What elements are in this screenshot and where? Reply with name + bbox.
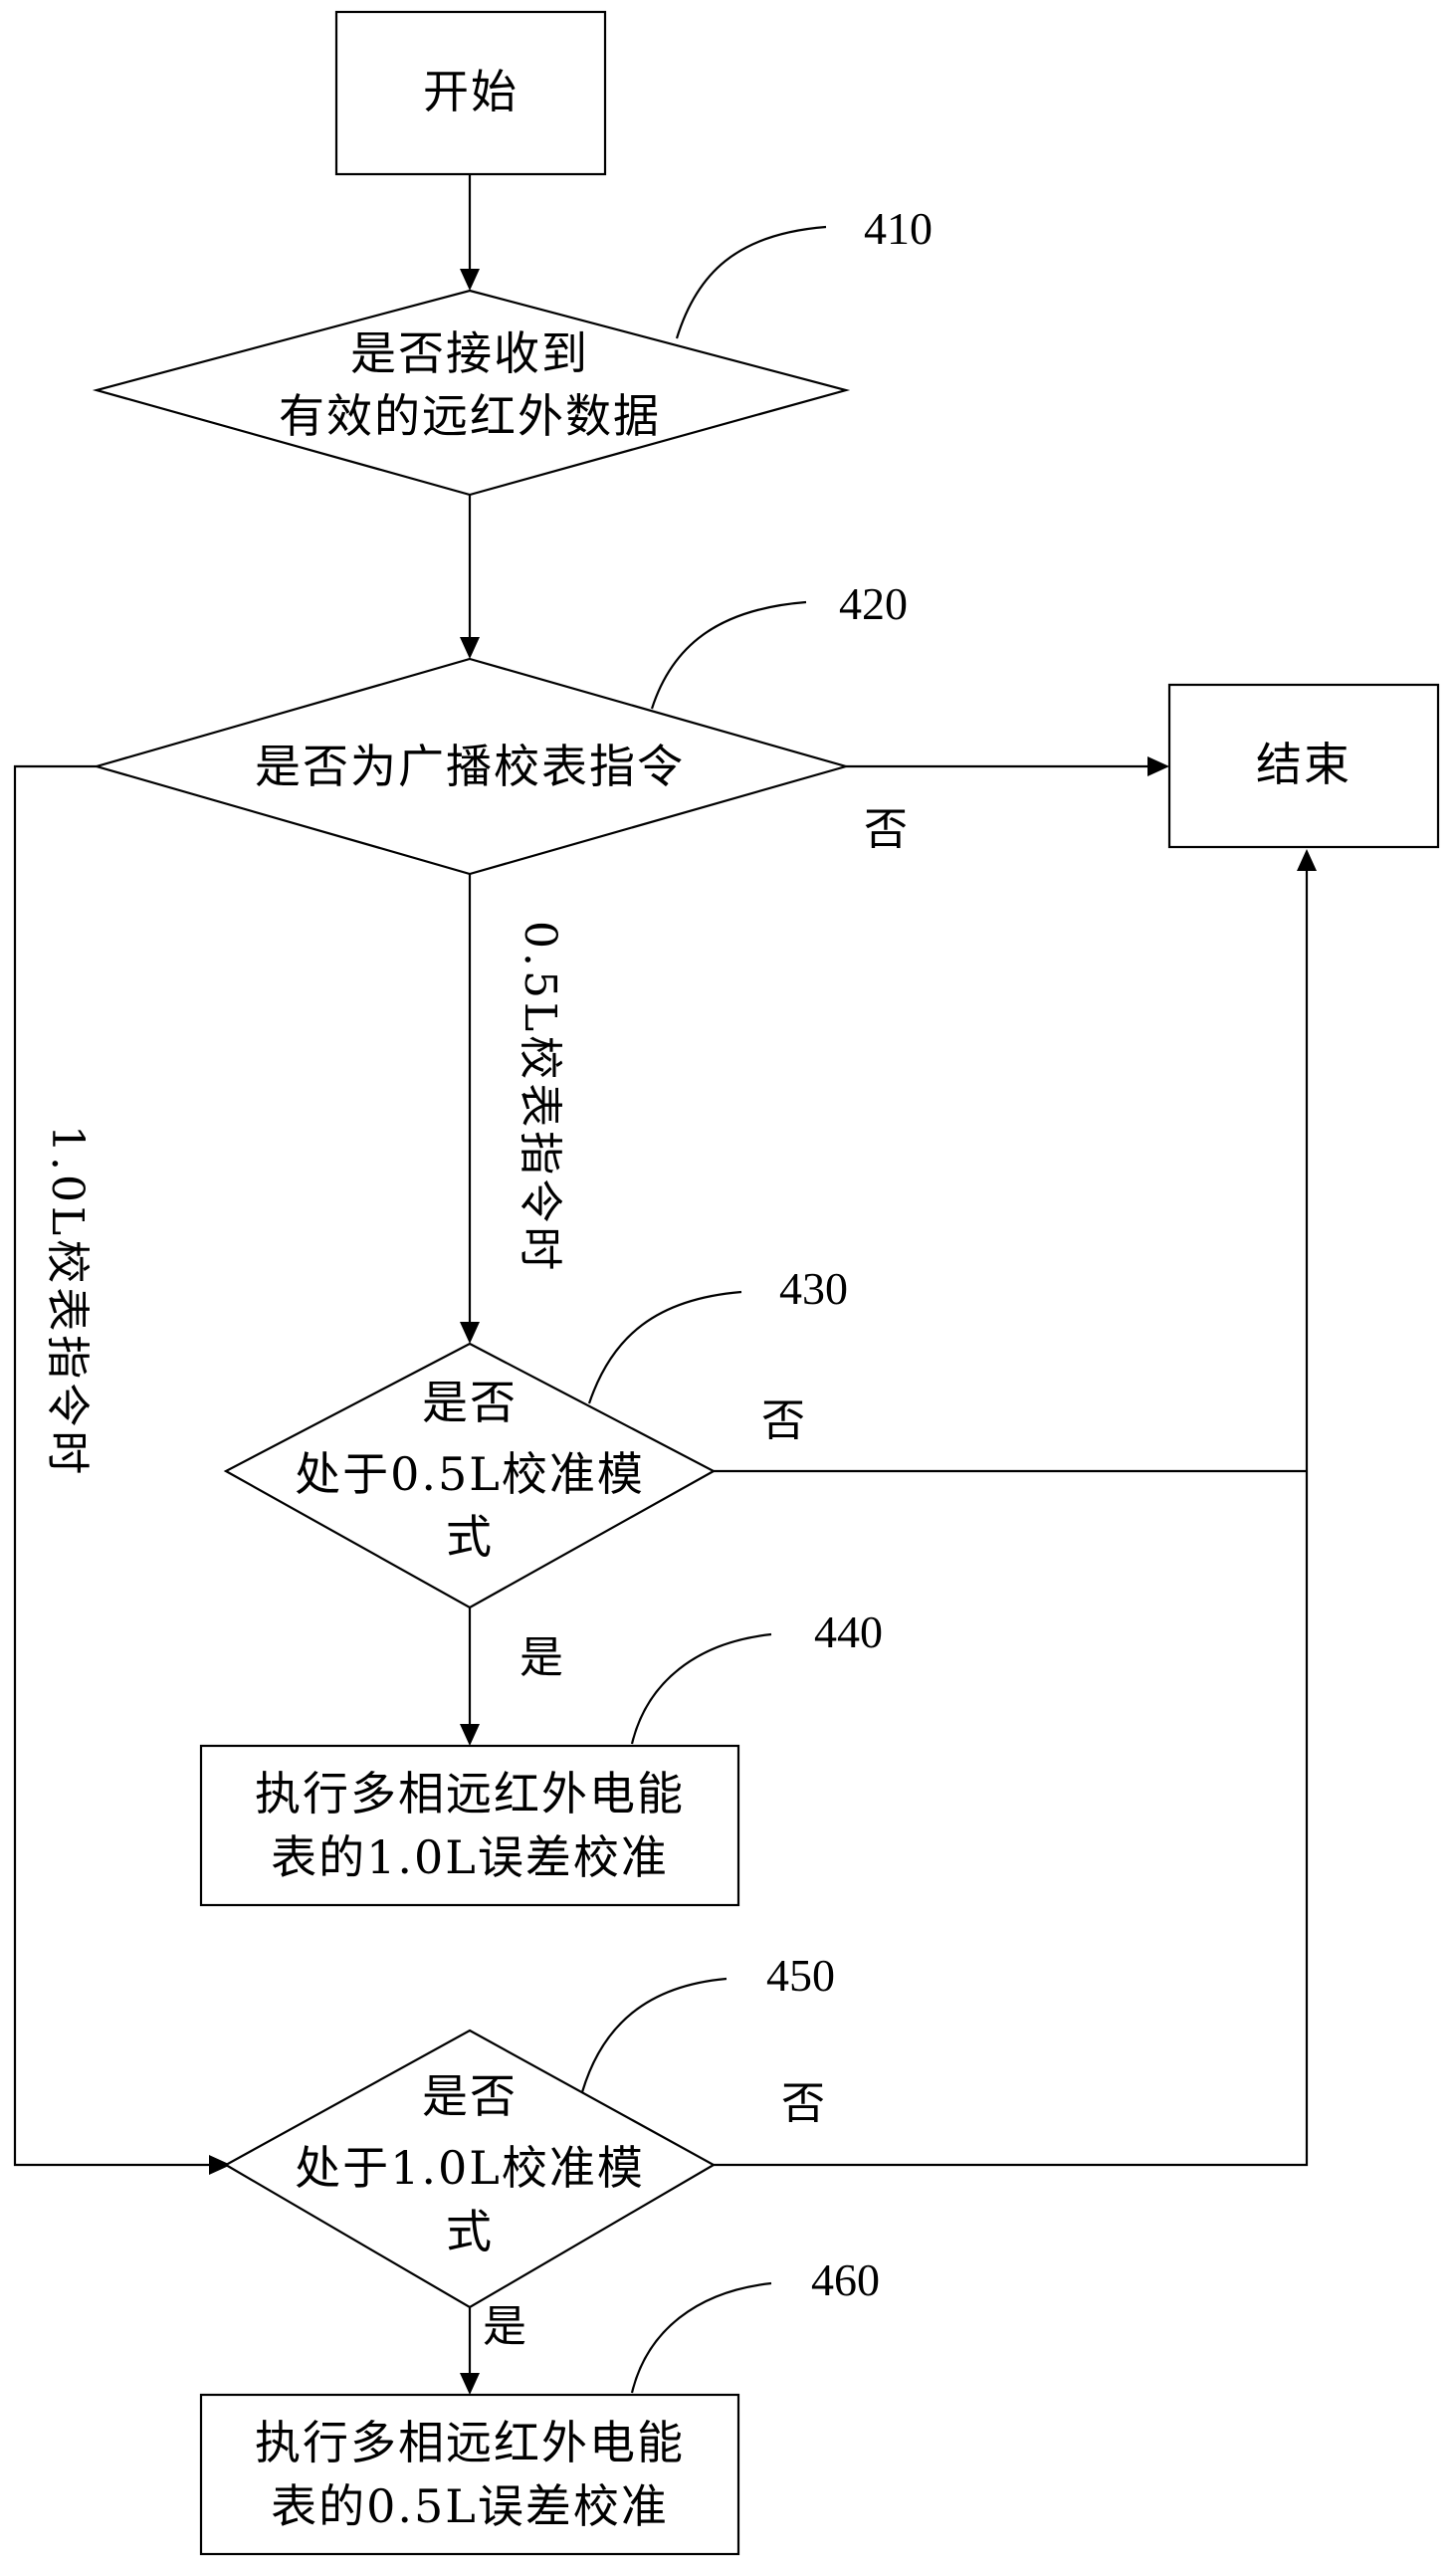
ref-410: 410: [864, 203, 933, 254]
label-yes-430: 是: [520, 1632, 563, 1683]
node-450-line1: 是否: [422, 2069, 518, 2123]
node-440-line1: 执行多相远红外电能: [255, 1767, 685, 1820]
end-box: [1167, 683, 1440, 849]
label-branch-10: 1.0L校表指令时: [42, 1125, 93, 1478]
diamond-430: [223, 1342, 717, 1609]
ref-430: 430: [779, 1263, 848, 1314]
box-460: [199, 2393, 740, 2556]
node-410-line2: 有效的远红外数据: [279, 389, 661, 443]
ref-460: 460: [811, 2254, 880, 2305]
leader-440: [630, 1632, 772, 1745]
arrow-450-460: [460, 2373, 480, 2395]
node-430-line1: 是否: [422, 1376, 518, 1429]
diamond-450: [223, 2029, 717, 2309]
edge-450-right: [714, 871, 1309, 2167]
ref-440: 440: [814, 1606, 883, 1657]
box-440: [199, 1744, 740, 1907]
node-410: 是否接收到 有效的远红外数据 410: [92, 203, 933, 497]
node-460-line2: 表的0.5L误差校准: [271, 2479, 669, 2533]
leader-450: [580, 1977, 728, 2093]
end-label: 结束: [1256, 738, 1352, 791]
node-460: 执行多相远红外电能 表的0.5L误差校准 460: [199, 2254, 880, 2556]
node-430: 是否 处于0.5L校准模 式 430: [223, 1263, 848, 1609]
ref-450: 450: [766, 1950, 835, 2001]
arrow-start-410: [460, 269, 480, 291]
node-450: 是否 处于1.0L校准模 式 450: [223, 1950, 835, 2309]
edge-420-450: [13, 764, 209, 2167]
arrow-420-450: [209, 2155, 231, 2175]
leader-420: [650, 600, 807, 710]
start-label: 开始: [423, 65, 519, 118]
label-branch-05: 0.5L校表指令时: [515, 921, 565, 1274]
diamond-420: [93, 657, 851, 876]
ref-420: 420: [839, 578, 908, 629]
node-410-line1: 是否接收到: [350, 326, 589, 380]
diamond-410: [92, 289, 851, 497]
leader-460: [630, 2281, 772, 2394]
node-440: 执行多相远红外电能 表的1.0L误差校准 440: [199, 1606, 883, 1907]
node-450-line2: 处于1.0L校准模: [295, 2141, 645, 2195]
arrow-420-end: [1147, 756, 1169, 776]
arrow-to-end: [1297, 849, 1317, 871]
label-yes-450: 是: [483, 2301, 526, 2352]
node-450-line3: 式: [446, 2205, 494, 2258]
leader-430: [587, 1290, 742, 1404]
node-430-line2: 处于0.5L校准模: [295, 1447, 645, 1501]
node-end: 结束: [1167, 683, 1440, 849]
node-start: 开始: [334, 10, 607, 176]
label-no-430: 否: [761, 1395, 805, 1446]
arrow-410-420: [460, 637, 480, 659]
node-440-line2: 表的1.0L误差校准: [271, 1830, 669, 1884]
node-430-line3: 式: [446, 1510, 494, 1564]
arrow-420-430: [460, 1322, 480, 1344]
node-420-label: 是否为广播校表指令: [255, 740, 685, 793]
label-no-450: 否: [781, 2078, 825, 2129]
leader-410: [675, 225, 827, 339]
node-460-line1: 执行多相远红外电能: [255, 2416, 685, 2469]
arrow-430-440: [460, 1724, 480, 1746]
label-no-420: 否: [864, 804, 908, 855]
start-box: [334, 10, 607, 176]
node-420: 是否为广播校表指令 420: [93, 578, 908, 876]
